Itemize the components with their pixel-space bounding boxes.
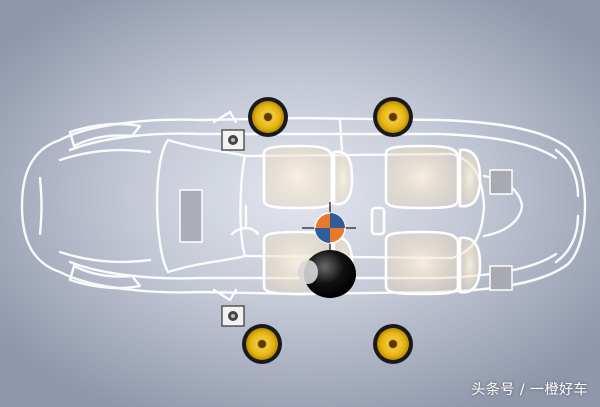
tweeter-front-left-icon bbox=[221, 129, 245, 151]
listener-target-icon bbox=[302, 202, 356, 254]
woofer-front-right-icon bbox=[242, 324, 282, 364]
rear-panel-lower bbox=[489, 265, 513, 291]
driver-head-icon bbox=[298, 250, 356, 298]
woofer-rear-left-icon bbox=[373, 97, 413, 137]
woofer-rear-right-icon bbox=[373, 324, 413, 364]
front-panel-block bbox=[179, 189, 203, 243]
seats bbox=[262, 144, 482, 296]
woofer-front-left-icon bbox=[248, 97, 288, 137]
watermark-text: 头条号 / 一橙好车 bbox=[471, 382, 588, 398]
tweeter-front-right-icon bbox=[221, 305, 245, 327]
rear-panel-upper bbox=[489, 169, 513, 195]
